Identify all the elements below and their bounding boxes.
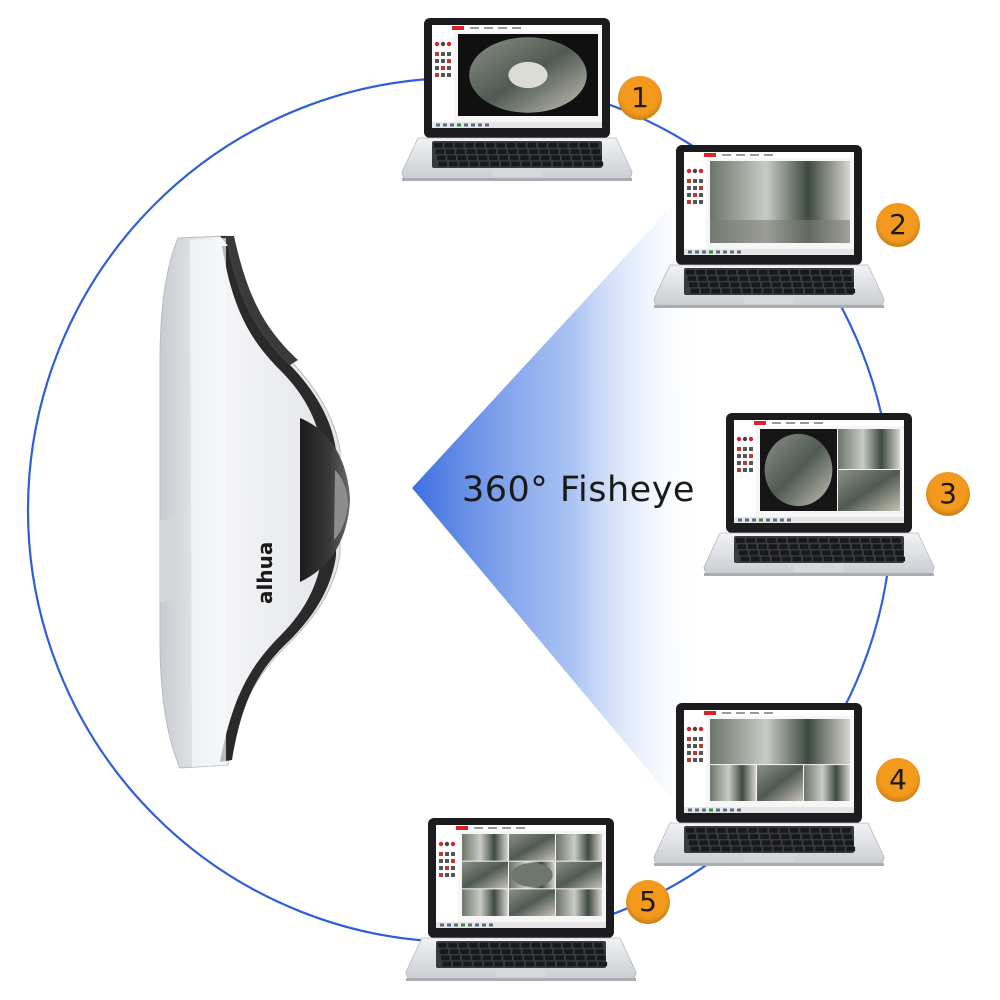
taskbar — [684, 807, 854, 813]
badge-5: 5 — [626, 880, 670, 924]
grid-view-cell — [462, 889, 508, 916]
fisheye-camera — [159, 235, 350, 769]
taskbar — [432, 122, 602, 128]
grid-view-cell — [556, 861, 602, 889]
laptop-4 — [653, 703, 885, 866]
caption-title: 360° Fisheye — [462, 470, 695, 510]
keyboard — [684, 826, 856, 853]
badge-1: 1 — [618, 76, 662, 120]
trackpad — [744, 854, 794, 862]
grid-view-cell — [509, 889, 555, 916]
badge-2: 2 — [876, 203, 920, 247]
grid-view-cell — [462, 834, 508, 861]
laptop-2 — [653, 145, 885, 308]
keyboard — [684, 268, 856, 295]
keyboard — [436, 941, 608, 968]
keyboard — [734, 536, 906, 563]
taskbar — [436, 922, 606, 928]
svg-text:alhua: alhua — [253, 542, 277, 604]
grid-view-cell — [556, 889, 602, 916]
trackpad — [744, 296, 794, 304]
badge-3: 3 — [926, 472, 970, 516]
taskbar — [684, 249, 854, 255]
trackpad — [794, 564, 844, 572]
laptop-group — [401, 18, 935, 981]
fisheye-beam — [412, 170, 705, 838]
panorama-view — [710, 719, 850, 765]
laptop-1 — [401, 18, 633, 181]
grid-view-cell — [556, 834, 602, 861]
badge-4: 4 — [876, 758, 920, 802]
laptop-3 — [703, 413, 935, 576]
laptop-5 — [405, 818, 637, 981]
trackpad — [496, 969, 546, 977]
grid-view-cell — [509, 834, 555, 861]
fisheye-view — [764, 433, 833, 507]
trackpad — [492, 169, 542, 177]
camera-brand-logo: alhua — [242, 486, 286, 606]
taskbar — [734, 517, 904, 523]
grid-view-cell — [462, 861, 508, 889]
keyboard — [432, 141, 604, 168]
